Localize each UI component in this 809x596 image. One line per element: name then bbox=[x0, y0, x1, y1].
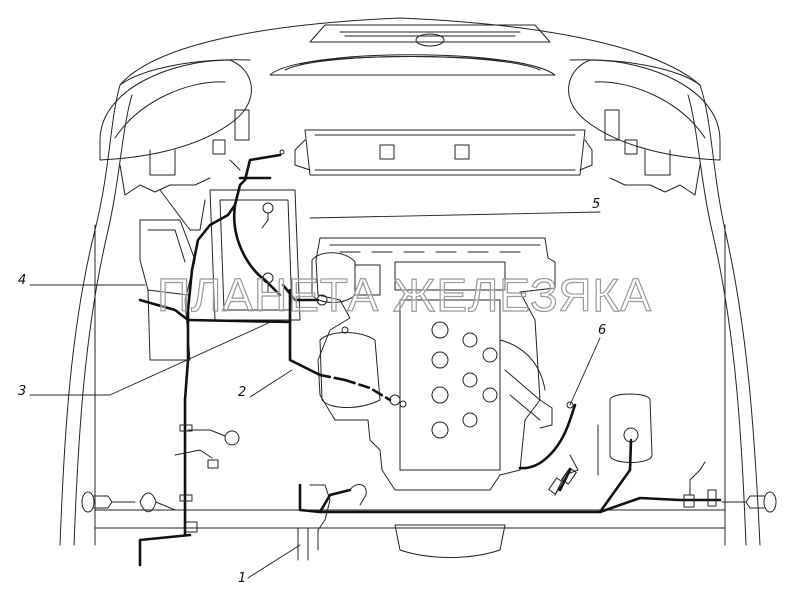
callout-4: 4 bbox=[18, 273, 27, 288]
leader-2 bbox=[249, 369, 293, 398]
callout-3: 3 bbox=[18, 384, 27, 399]
callout-6: 6 bbox=[598, 323, 607, 338]
oil-pan bbox=[394, 524, 506, 558]
engine-block bbox=[311, 237, 556, 491]
right-fog-lamp bbox=[721, 491, 777, 513]
cowl-grille bbox=[269, 24, 556, 76]
left-bracket bbox=[139, 189, 206, 361]
leader-3 bbox=[29, 319, 276, 396]
branch-wires bbox=[139, 149, 717, 551]
leader-5 bbox=[309, 211, 601, 219]
right-headlight bbox=[568, 59, 721, 196]
brake-reservoir bbox=[597, 393, 653, 476]
wiring-harness bbox=[138, 153, 722, 567]
crossmember bbox=[294, 129, 593, 176]
left-headlight bbox=[99, 59, 252, 196]
callout-leaders bbox=[29, 211, 601, 579]
leader-1 bbox=[247, 544, 301, 579]
hood-outline bbox=[59, 17, 761, 546]
callout-1: 1 bbox=[238, 571, 247, 586]
leader-6 bbox=[569, 337, 601, 406]
left-fog-lamp bbox=[81, 491, 136, 513]
watermark-text: ПЛАНЕТА ЖЕЛЕЗЯКА bbox=[156, 268, 652, 321]
callout-2: 2 bbox=[238, 385, 247, 400]
front-beam bbox=[94, 509, 726, 561]
callout-5: 5 bbox=[592, 197, 601, 212]
